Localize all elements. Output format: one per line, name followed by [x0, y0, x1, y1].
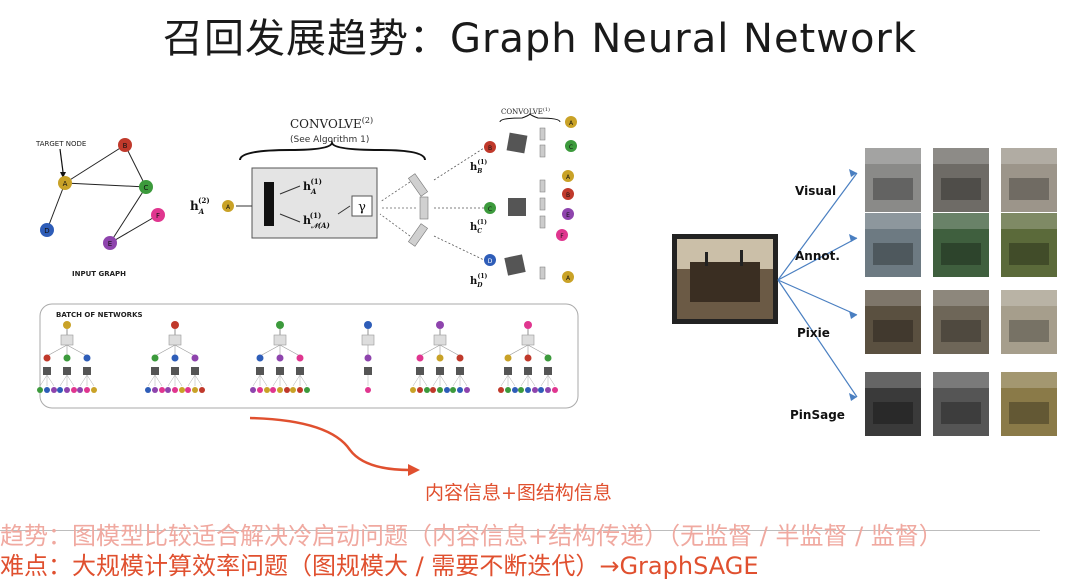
h-n1: h𝒩(A)(1)	[303, 211, 330, 230]
result-row-label: Visual	[795, 184, 836, 198]
slide-title: 召回发展趋势：Graph Neural Network	[162, 16, 918, 62]
result-thumbnail	[865, 372, 921, 436]
branch-d-square	[504, 254, 526, 276]
content-caption: 内容信息+图结构信息	[425, 482, 612, 504]
branch-node-b-label: B	[488, 145, 492, 152]
result-thumbnail	[865, 290, 921, 354]
batch-tree	[498, 321, 558, 393]
result-thumbnail	[1001, 372, 1057, 436]
strikethrough-line	[0, 530, 1040, 531]
c-child-e: E	[566, 212, 570, 219]
trend-text: 趋势：图模型比较适合解决冷启动问题（内容信息+结构传递）（无监督 / 半监督 /…	[0, 522, 943, 550]
result-arrow	[777, 237, 858, 281]
branch-node-d	[484, 254, 496, 266]
branch-b-square	[506, 132, 528, 154]
difficulty-text: 难点：大规模计算效率问题（图规模大 / 需要不断迭代）→GraphSAGE	[0, 552, 759, 580]
node-c	[139, 180, 153, 194]
c-child-b: B	[566, 192, 570, 199]
branch-node-d-label: D	[488, 258, 493, 265]
target-node-label: TARGET NODE	[35, 140, 86, 148]
batch-frame	[39, 303, 579, 409]
result-thumbnail	[933, 213, 989, 277]
result-arrow	[777, 172, 858, 281]
node-e-label: E	[108, 240, 112, 248]
output-node-a-label: A	[226, 204, 231, 211]
b-child-a: A	[569, 120, 574, 127]
convolve-block: CONVOLVE(2) (See Algorithm 1) hA(1) h𝒩(A…	[190, 116, 429, 247]
b-child-c: C	[569, 144, 573, 151]
result-thumbnail	[865, 148, 921, 212]
node-a	[58, 176, 72, 190]
node-b	[118, 138, 132, 152]
output-node-a	[222, 200, 234, 212]
input-graph: TARGET NODE A B C D E F INPUT GRAPH	[35, 138, 165, 278]
convolve-1-branches: CONVOLVE(1) B A C hB(1) C A B E F hC(1) …	[433, 106, 577, 289]
result-thumbnail	[865, 213, 921, 277]
result-thumbnail	[1001, 213, 1057, 277]
gamma-box	[351, 195, 373, 217]
result-arrow	[777, 279, 858, 316]
batch-tree	[145, 321, 205, 393]
node-c-label: C	[144, 184, 149, 192]
result-thumbnail	[933, 372, 989, 436]
h-b: hB(1)	[470, 159, 487, 175]
node-d	[40, 223, 54, 237]
result-thumbnail	[933, 148, 989, 212]
node-d-label: D	[44, 227, 49, 235]
convolve-label: CONVOLVE(2)	[290, 116, 373, 131]
branch-c-square	[508, 198, 526, 216]
convolve-small-label: CONVOLVE(1)	[501, 106, 550, 116]
batch-tree	[410, 321, 470, 393]
result-row-label: PinSage	[790, 408, 845, 422]
batch-tree	[250, 321, 310, 393]
aggregate-bar	[264, 182, 274, 226]
h-a1: hA(1)	[303, 177, 322, 196]
h-c: hC(1)	[470, 219, 487, 235]
gamma-symbol: γ	[358, 200, 366, 215]
branch-node-c-label: C	[488, 206, 492, 213]
node-b-label: B	[123, 142, 128, 150]
node-f	[151, 208, 165, 222]
h-d: hD(1)	[470, 273, 487, 289]
batch-label: BATCH OF NETWORKS	[56, 311, 143, 319]
target-arrow-head	[60, 172, 66, 178]
node-e	[103, 236, 117, 250]
d-child-a: A	[566, 275, 571, 282]
batch-of-networks: BATCH OF NETWORKS	[37, 303, 579, 409]
batch-tree	[361, 321, 375, 393]
result-row-label: Pixie	[797, 326, 830, 340]
convolve-sub-label: (See Algorithm 1)	[290, 135, 369, 145]
content-arrow-head	[408, 464, 420, 476]
c-child-a: A	[566, 174, 571, 181]
node-f-label: F	[156, 212, 160, 220]
content-arrow	[249, 416, 411, 472]
branch-node-c	[484, 202, 496, 214]
c-child-f: F	[560, 233, 564, 240]
result-thumbnail	[933, 290, 989, 354]
result-thumbnail	[1001, 290, 1057, 354]
result-arrow	[777, 279, 858, 398]
batch-tree	[37, 321, 97, 393]
result-thumbnail	[1001, 148, 1057, 212]
h-a2: hA(2)	[190, 196, 210, 216]
target-arrow	[59, 148, 64, 173]
node-a-label: A	[63, 180, 68, 188]
branch-node-b	[484, 141, 496, 153]
result-row-label: Annot.	[795, 249, 840, 263]
convolve-brace	[239, 139, 426, 161]
input-graph-label: INPUT GRAPH	[72, 270, 126, 278]
